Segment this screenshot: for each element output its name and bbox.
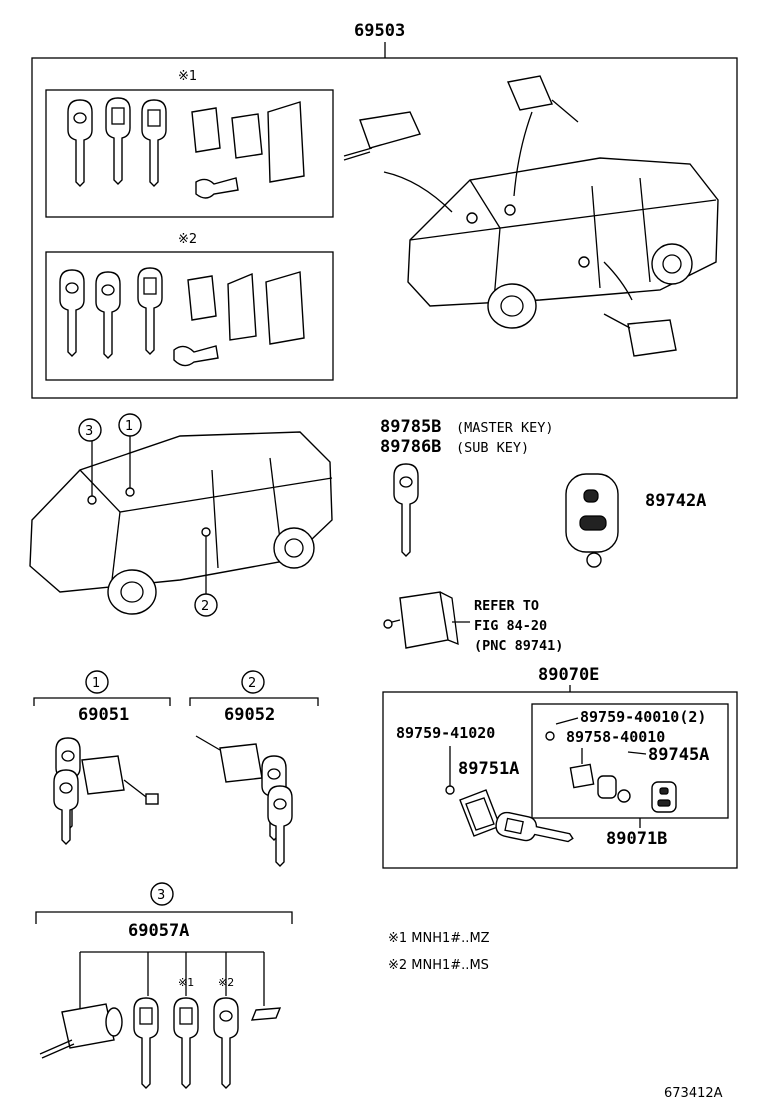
key-icon	[67, 99, 93, 187]
part-number-69051[interactable]: 69051	[78, 705, 129, 725]
refer-text-2[interactable]: FIG 84-20	[474, 618, 547, 634]
key-tag-icon	[173, 271, 305, 367]
note-mnh1-ms: ※2 MNH1#..MS	[388, 958, 489, 973]
part-number-69052[interactable]: 69052	[224, 705, 275, 725]
key-tag-icon	[191, 101, 305, 199]
screw-icon	[445, 785, 455, 795]
part-number-89759-40010[interactable]: 89759-40010(2)	[580, 708, 706, 726]
part-number-89758-40010[interactable]: 89758-40010	[566, 728, 665, 746]
location-marker-1: 1	[118, 413, 142, 437]
location-marker-2: 2	[194, 593, 218, 617]
sub-kit-mark-2: ※2	[178, 232, 197, 247]
ignition-cylinder-icon	[39, 1003, 123, 1059]
location-marker-1: 1	[85, 670, 109, 694]
part-number-89071b[interactable]: 89071B	[606, 829, 667, 849]
location-marker-3: 3	[78, 418, 102, 442]
part-number-69503[interactable]: 69503	[354, 21, 405, 41]
battery-icon	[617, 789, 631, 803]
part-number-89742a[interactable]: 89742A	[645, 491, 706, 511]
cover-icon	[597, 775, 617, 799]
svg-text:3: 3	[85, 424, 93, 439]
key-icon	[393, 463, 419, 557]
svg-text:3: 3	[157, 888, 165, 903]
assembly-box-89070e	[382, 691, 738, 869]
key-icon	[59, 269, 85, 357]
illustration-code: 673412A	[664, 1086, 723, 1101]
part-number-89751a[interactable]: 89751A	[458, 759, 519, 779]
location-marker-3: 3	[150, 882, 174, 906]
sub-key-label: (SUB KEY)	[456, 440, 529, 456]
assembly-box-89071b	[531, 703, 729, 819]
svg-text:1: 1	[125, 419, 133, 434]
bracket-lines	[79, 951, 265, 1010]
door-lock-cylinder-icon	[195, 735, 263, 783]
location-marker-2: 2	[241, 670, 265, 694]
svg-text:1: 1	[92, 676, 100, 691]
transmitter-board-icon	[569, 763, 595, 789]
refer-text-1: REFER TO	[474, 598, 539, 614]
master-key-label: (MASTER KEY)	[456, 420, 554, 436]
key-icon	[95, 271, 121, 359]
note-mnh1-mz: ※1 MNH1#..MZ	[388, 931, 490, 946]
sub-kit-mark-1: ※1	[178, 69, 197, 84]
part-number-89786b[interactable]: 89786B	[380, 437, 441, 457]
door-lock-cylinder-icon	[81, 755, 159, 805]
van-top-illustration	[343, 75, 719, 357]
part-number-89785b[interactable]: 89785B	[380, 417, 441, 437]
kit-note-mark-2: ※2	[218, 976, 234, 989]
key-icon	[141, 99, 167, 187]
key-head-case-icon	[459, 789, 501, 837]
button-pad-icon	[651, 781, 677, 813]
bracket-69052	[189, 697, 319, 706]
key-icon	[495, 811, 574, 843]
svg-text:2: 2	[248, 676, 256, 691]
key-icon	[133, 997, 159, 1089]
kit-note-mark-1: ※1	[178, 976, 194, 989]
refer-text-3[interactable]: (PNC 89741)	[474, 638, 563, 654]
part-number-89745a[interactable]: 89745A	[648, 745, 709, 765]
key-icon	[267, 785, 293, 867]
key-tag-icon	[250, 1007, 282, 1021]
sub-kit-box-2	[45, 251, 334, 381]
van-location-illustration	[29, 431, 333, 615]
receiver-module-icon	[383, 591, 459, 649]
leader-89745a	[627, 751, 647, 755]
key-icon	[53, 769, 79, 845]
part-number-89070e[interactable]: 89070E	[538, 665, 599, 685]
key-icon	[213, 997, 239, 1089]
bracket-69051	[33, 697, 171, 706]
key-icon	[173, 997, 199, 1089]
sub-kit-box-1	[45, 89, 334, 218]
screw-icon	[545, 731, 555, 741]
key-icon	[105, 97, 131, 185]
remote-transmitter-icon	[565, 473, 619, 568]
kit1-keys	[67, 97, 305, 199]
assembly-box-69503	[31, 57, 738, 399]
part-number-89759-41020[interactable]: 89759-41020	[396, 724, 495, 742]
part-number-69057a[interactable]: 69057A	[128, 921, 189, 941]
leader-89759-40010	[555, 717, 579, 725]
kit2-keys	[59, 267, 305, 367]
key-icon	[137, 267, 163, 355]
svg-text:2: 2	[201, 599, 209, 614]
bracket-69057a	[35, 911, 293, 924]
